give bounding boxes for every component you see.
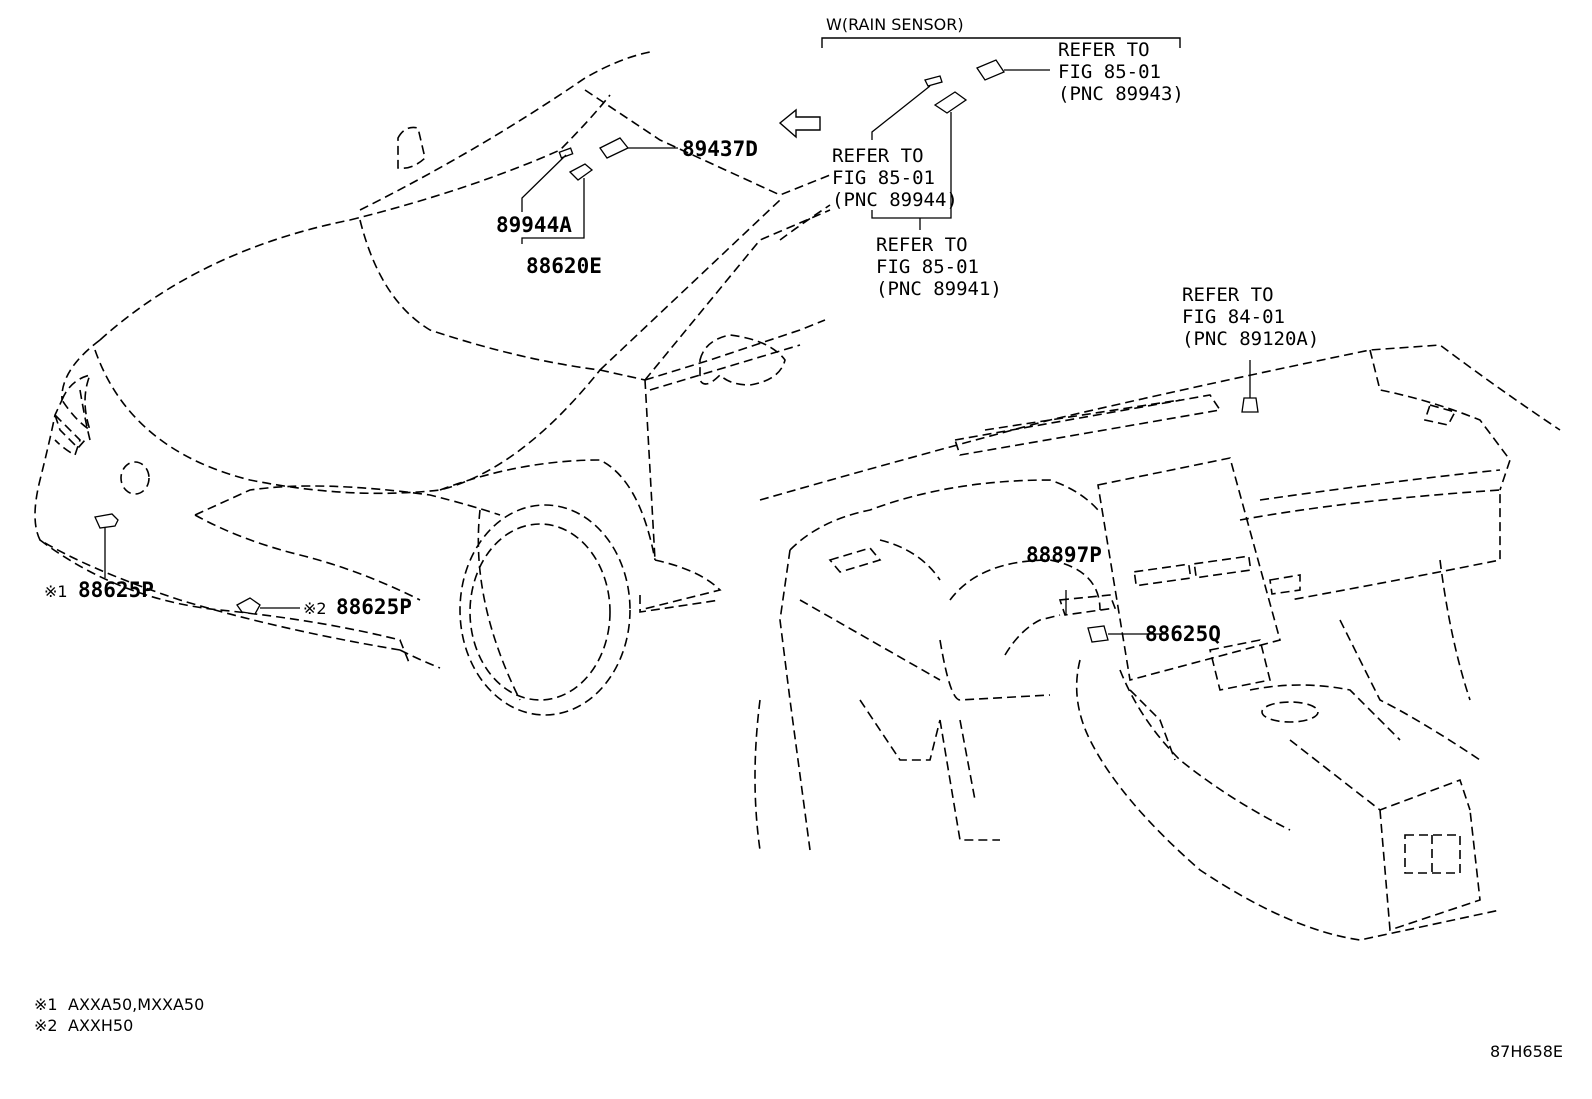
marker-1: ※1 (44, 582, 68, 601)
ref-89120a-line2: FIG 84-01 (1182, 306, 1285, 328)
marker-2: ※2 (303, 599, 327, 618)
note-1-mark: ※1 (34, 995, 58, 1014)
car-outline (34, 51, 831, 716)
ref-89944-line1: REFER TO (832, 145, 924, 167)
rain-sensor-bracket (821, 37, 1181, 230)
note-2-mark: ※2 (34, 1016, 58, 1035)
part-88897p: 88897P (1026, 543, 1102, 567)
ref-89941-line2: FIG 85-01 (876, 256, 979, 278)
instrument-panel-parts (1065, 360, 1259, 643)
part-89944a: 89944A (496, 213, 572, 237)
ref-89943-line3: (PNC 89943) (1058, 83, 1184, 105)
part-88625q: 88625Q (1145, 622, 1221, 646)
note-1-text: AXXA50,MXXA50 (68, 995, 204, 1014)
direction-arrow (778, 108, 821, 139)
note-2-text: AXXH50 (68, 1016, 133, 1035)
windshield-sensor-parts (521, 137, 678, 244)
ref-89120a-line3: (PNC 89120A) (1182, 328, 1319, 350)
ref-89941-line3: (PNC 89941) (876, 278, 1002, 300)
part-89437d: 89437D (682, 137, 758, 161)
ref-89944-line3: (PNC 89944) (832, 189, 958, 211)
labels: W(RAIN SENSOR) REFER TO FIG 85-01 (PNC 8… (34, 15, 1563, 1061)
ref-89944-line2: FIG 85-01 (832, 167, 935, 189)
part-88625p-1: 88625P (78, 578, 154, 602)
part-88620e: 88620E (526, 254, 602, 278)
ref-89941-line1: REFER TO (876, 234, 968, 256)
bumper-sensor-parts (94, 513, 300, 615)
ref-89943-line1: REFER TO (1058, 39, 1150, 61)
ref-89943-line2: FIG 85-01 (1058, 61, 1161, 83)
instrument-panel-outline (754, 344, 1561, 941)
part-88625p-2: 88625P (336, 595, 412, 619)
rain-sensor-title: W(RAIN SENSOR) (826, 15, 964, 34)
figure-code: 87H658E (1490, 1042, 1563, 1061)
ref-89120a-line1: REFER TO (1182, 284, 1274, 306)
